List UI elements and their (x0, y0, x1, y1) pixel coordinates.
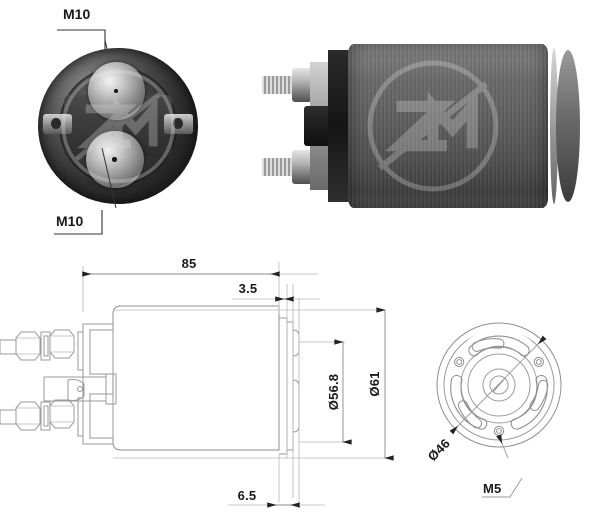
end-view-mounting-holes (454, 356, 544, 437)
dimension-d56-8-label: Ø56.8 (326, 374, 341, 410)
side-view-photo (262, 44, 580, 208)
mounting-lug-left (42, 113, 72, 134)
terminal-nut-top (87, 62, 146, 120)
solenoid-body (348, 44, 548, 208)
photo-panel: M10 (0, 0, 600, 252)
terminal-nut-upper-outer (292, 68, 312, 102)
end-view-slot-set (450, 335, 548, 430)
front-end-view-photo (38, 48, 198, 204)
callout-m10-bottom-label: M10 (56, 213, 84, 229)
leader-m5-label: M5 (483, 481, 501, 496)
terminal-nut-bottom (86, 130, 144, 189)
leader-m5 (482, 434, 523, 498)
mounting-lug-right (164, 113, 194, 134)
terminal-stud-lower (262, 158, 296, 176)
dimension-3-5-label: 3.5 (239, 281, 258, 296)
callout-m10-bottom-leader (54, 210, 103, 235)
dimension-d61-label: Ø61 (367, 371, 382, 396)
technical-drawing-panel: 85 3.5 6.5 Ø56.8 (0, 252, 600, 524)
callout-m10-top-label: M10 (63, 6, 91, 22)
leader-d46-label: Ø46 (425, 436, 453, 464)
dimension-6-5-label: 6.5 (238, 488, 257, 503)
terminal-nut-lower-outer (292, 150, 312, 184)
terminal-stud-upper (262, 76, 296, 94)
body-end-ring (550, 48, 558, 204)
dimension-85-label: 85 (182, 256, 197, 271)
body-end-cap (556, 50, 580, 202)
leader-d46 (449, 335, 547, 435)
side-elevation-geometry (0, 305, 300, 455)
technical-drawing-svg: 85 3.5 6.5 Ø56.8 (0, 256, 562, 508)
callout-m10-bottom-pointer (101, 148, 117, 209)
